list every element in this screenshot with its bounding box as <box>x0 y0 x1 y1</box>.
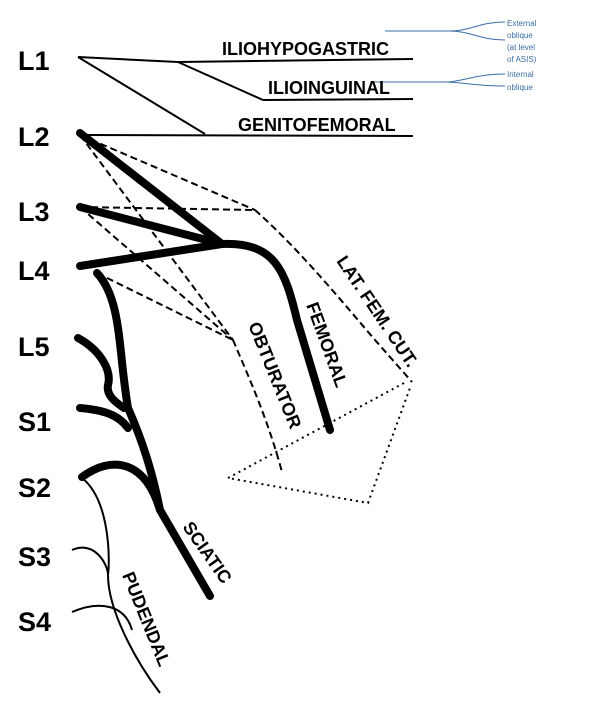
dotted-cutaneous-area <box>225 382 411 505</box>
l2-to-lat-fem-cut-line <box>79 134 256 211</box>
lat-fem-cut-path <box>254 209 413 383</box>
root-label-s3: S3 <box>18 542 51 572</box>
iliohypogastric-label: ILIOHYPOGASTRIC <box>222 39 389 59</box>
root-label-s1: S1 <box>18 407 51 437</box>
l3-to-lat-fem-cut-line <box>79 206 256 211</box>
cutaneous-area-path <box>225 382 411 505</box>
l3-to-obturator-line <box>79 206 234 341</box>
root-label-s2: S2 <box>18 473 51 503</box>
root-label-s4: S4 <box>18 607 51 637</box>
l5-to-sciatic-path <box>74 334 128 412</box>
internal-oblique-leader-bottom <box>444 81 506 87</box>
l4-to-femoral-path <box>76 240 226 270</box>
l2-to-obturator-line <box>79 134 234 341</box>
external-oblique-note-line-1: External <box>507 19 537 28</box>
root-label-l5: L5 <box>18 332 50 362</box>
upper-thin-nerves <box>77 56 414 137</box>
external-oblique-note-line-3: (at level <box>507 43 535 52</box>
genitofemoral-label: GENITOFEMORAL <box>238 115 396 135</box>
iliohypogastric-line <box>177 58 414 63</box>
external-oblique-leader-bottom <box>449 30 506 41</box>
l1-trunk-line <box>77 56 179 63</box>
internal-oblique-leader-top <box>372 73 506 83</box>
root-label-l3: L3 <box>18 197 50 227</box>
pudendal-nerves <box>71 477 161 694</box>
s2-to-sciatic-path <box>78 460 164 514</box>
external-oblique-note-line-2: oblique <box>507 31 533 40</box>
external-oblique-leader-top <box>385 21 506 32</box>
obturator-label: OBTURATOR <box>244 319 305 432</box>
obturator-path <box>232 339 283 473</box>
l3-to-femoral-path <box>76 203 226 248</box>
genitofemoral-line <box>79 134 414 137</box>
s4-to-pudendal-path <box>71 604 133 631</box>
l1-to-genitofemoral-line <box>77 56 206 135</box>
femoral-label: FEMORAL <box>302 300 351 390</box>
l2-to-femoral-path <box>76 129 226 248</box>
internal-oblique-note-line-2: oblique <box>507 83 533 92</box>
thick-nerves <box>74 129 334 600</box>
annotation-leaders <box>372 21 506 87</box>
root-label-l1: L1 <box>18 46 50 76</box>
root-label-l4: L4 <box>18 256 50 286</box>
internal-oblique-note-line-1: Internal <box>507 70 534 79</box>
lat-fem-cut-label: LAT. FEM. CUT. <box>333 252 422 371</box>
ilioinguinal-label: ILIOINGUINAL <box>268 78 390 98</box>
femoral-nerve-path <box>218 239 334 434</box>
s1-to-sciatic-path <box>76 404 132 432</box>
root-label-l2: L2 <box>18 122 50 152</box>
ilioinguinal-line <box>262 98 414 101</box>
external-oblique-note-line-4: of ASIS) <box>507 55 537 64</box>
s3-to-pudendal-path <box>71 546 109 576</box>
dashed-nerves <box>79 134 413 473</box>
pudendal-nerve-path <box>81 477 161 694</box>
l4-to-obturator-line <box>96 272 234 341</box>
ilioinguinal-branch-line <box>177 61 264 101</box>
